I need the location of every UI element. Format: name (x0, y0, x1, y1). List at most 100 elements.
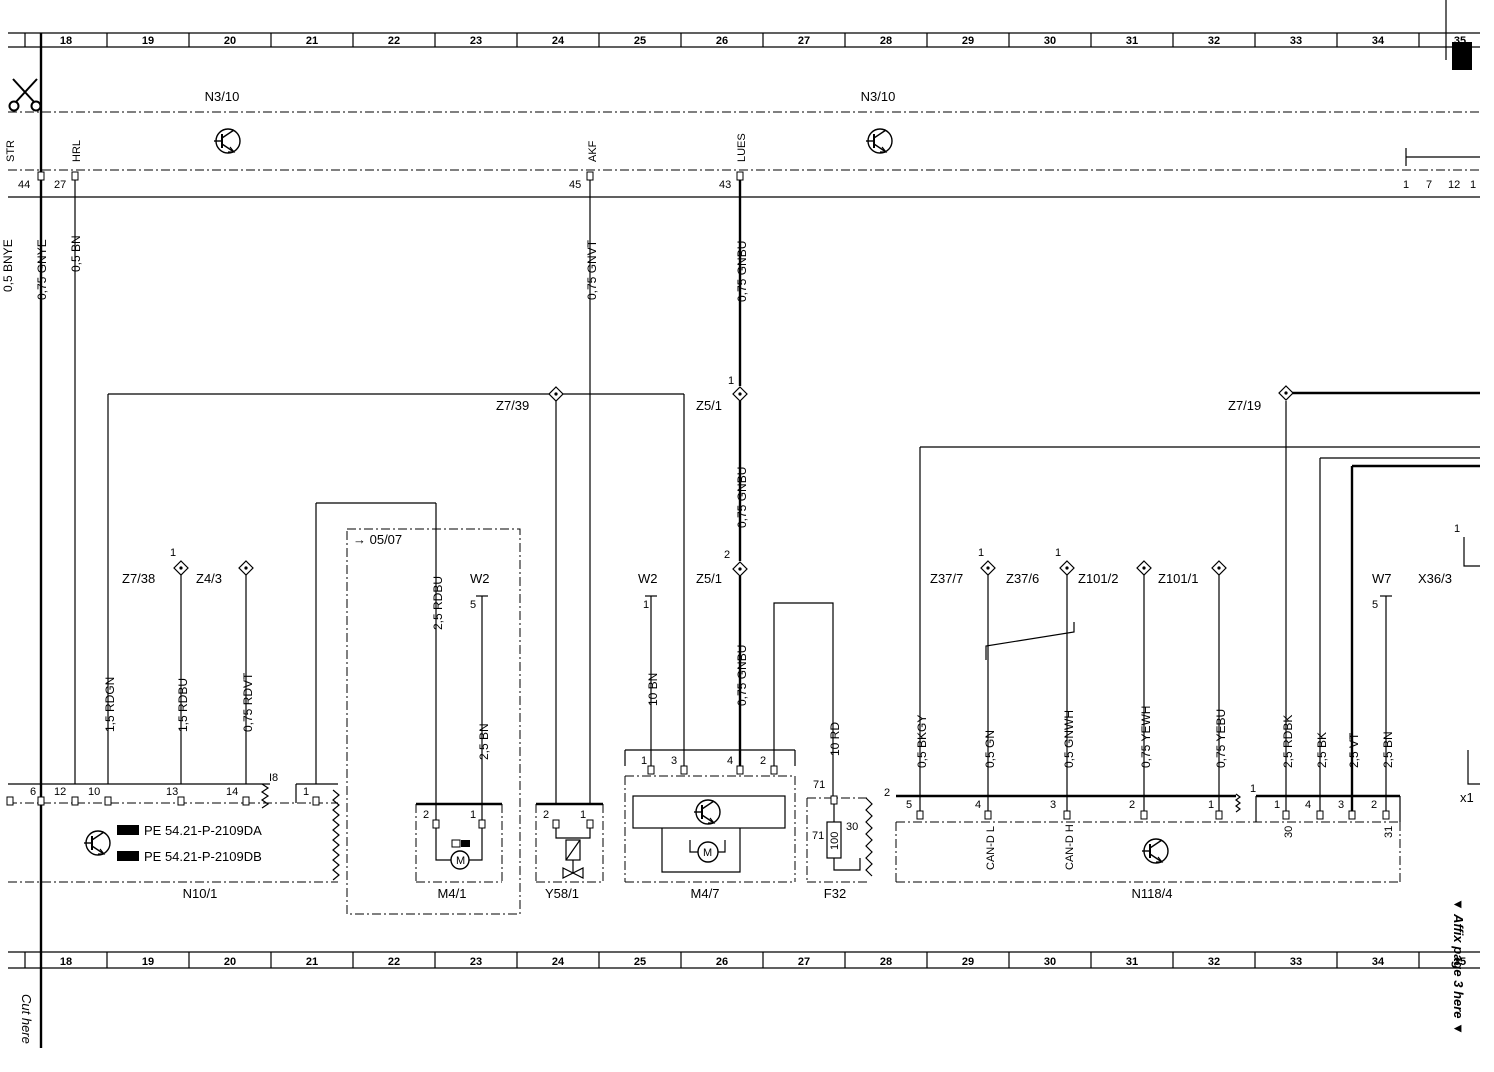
n10-pin-14: 14 (226, 786, 238, 798)
signal-lues: LUES (736, 133, 748, 162)
pin-r7: 7 (1426, 179, 1432, 191)
wire-vt: 2,5 VT (1347, 732, 1361, 768)
scissors-icon (8, 78, 42, 112)
n10-pin-i8: I8 (269, 772, 278, 784)
wire-bkgy: 0,5 BKGY (915, 715, 929, 768)
label-z101-2: Z101/2 (1078, 571, 1118, 586)
n118-pin-2r: 2 (1371, 799, 1377, 811)
n118-pin-31: 31 (1383, 826, 1395, 838)
n118-pin-1r: 1 (1274, 799, 1280, 811)
bottom-grid-col-32: 32 (1208, 956, 1220, 968)
bottom-grid-col-23: 23 (470, 956, 482, 968)
pin-r1b: 1 (1470, 179, 1476, 191)
wire-gnbu-c: 0,75 GNBU (735, 645, 749, 706)
top-grid-col-31: 31 (1126, 35, 1138, 47)
wire-bn-10: 10 BN (646, 673, 660, 706)
splice-z7-39 (548, 386, 564, 402)
m47-pin-3: 3 (671, 755, 677, 767)
n10pins-marker-6 (312, 796, 320, 806)
n118-pin-4: 4 (975, 799, 981, 811)
n118-connector-2: 2 (884, 787, 890, 799)
wire-rdbk: 2,5 RDBK (1281, 715, 1295, 768)
splice-z5-1-bottom (732, 561, 748, 577)
m47pins-marker-2 (736, 765, 744, 775)
label-n10-1: N10/1 (183, 886, 218, 901)
wire-bk: 2,5 BK (1315, 732, 1329, 768)
n118pins-marker-8 (1382, 810, 1390, 820)
wire-rdbu: 1,5 RDBU (176, 678, 190, 732)
top-grid-col-28: 28 (880, 35, 892, 47)
pin-r1: 1 (1403, 179, 1409, 191)
n118pins-marker-7 (1348, 810, 1356, 820)
n10-pin-10: 10 (88, 786, 100, 798)
label-m4-1: M4/1 (438, 886, 467, 901)
splice-z7-19 (1278, 385, 1294, 401)
can-d-low: CAN-D L (985, 826, 997, 870)
top-grid-col-27: 27 (798, 35, 810, 47)
m41-pin-2: 2 (423, 809, 429, 821)
n118-pin-3r: 3 (1338, 799, 1344, 811)
wire-bn-25b: 2,5 BN (1381, 731, 1395, 768)
bottom-grid-col-33: 33 (1290, 956, 1302, 968)
label-z37-7-pin: 1 (978, 547, 984, 559)
n118-4-wires (919, 391, 1480, 812)
n118-pin-5: 5 (906, 799, 912, 811)
splice-z101-1 (1211, 560, 1227, 576)
label-z37-6-pin: 1 (1055, 547, 1061, 559)
top-grid-col-26: 26 (716, 35, 728, 47)
y58-pin-1: 1 (580, 809, 586, 821)
y58-pin-2: 2 (543, 809, 549, 821)
splice-z37-7 (980, 560, 996, 576)
splice-z37-6 (1059, 560, 1075, 576)
wire-rdgn: 1,5 RDGN (103, 677, 117, 732)
cut-here-note: Cut here (19, 994, 34, 1044)
n10pins-marker-4 (177, 796, 185, 806)
n118pins-marker-4 (1215, 810, 1223, 820)
bottom-grid-col-24: 24 (552, 956, 565, 968)
signal-akf: AKF (587, 140, 599, 162)
upper-wires (74, 180, 742, 803)
bottom-grid-col-21: 21 (306, 956, 318, 968)
n118pins-marker-6 (1316, 810, 1324, 820)
signal-hrl: HRL (71, 140, 83, 162)
wire-yewh: 0,75 YEWH (1139, 706, 1153, 768)
n10-pin-13: 13 (166, 786, 178, 798)
n118-4-box (895, 793, 1401, 883)
n118-pin-1: 1 (1208, 799, 1214, 811)
bottom-grid-col-29: 29 (962, 956, 974, 968)
y58-1-box (535, 802, 604, 883)
label-w2-left-pin: 5 (470, 599, 476, 611)
bottom-grid-ruler (8, 951, 1480, 969)
n118pins-marker-1 (984, 810, 992, 820)
pin-45: 45 (569, 179, 581, 191)
bottom-grid-col-30: 30 (1044, 956, 1056, 968)
n10-1-box (8, 783, 340, 883)
label-z37-7: Z37/7 (930, 571, 963, 586)
label-z7-19: Z7/19 (1228, 398, 1261, 413)
label-z7-38: Z7/38 (122, 571, 155, 586)
top-grid-col-22: 22 (388, 35, 400, 47)
m47pins-marker-3 (770, 765, 778, 775)
wire-bnye: 0,5 BNYE (1, 239, 15, 292)
wire-gnbu-b: 0,75 GNBU (735, 467, 749, 528)
n3-10-label-right: N3/10 (861, 89, 896, 104)
bottom-grid-col-34: 34 (1372, 956, 1385, 968)
n10pins-marker-0 (6, 796, 14, 806)
signal-str: STR (5, 140, 17, 162)
top-grid-col-35: 35 (1454, 35, 1466, 47)
n118-pin-30: 30 (1283, 826, 1295, 838)
n10-pin-6: 6 (30, 786, 36, 798)
wire-gnvt: 0,75 GNVT (585, 239, 599, 300)
m47-pin-4: 4 (727, 755, 733, 767)
n10pins-marker-5 (242, 796, 250, 806)
n10-pin-1: 1 (303, 786, 309, 798)
label-z5-1-bottom-pin: 2 (724, 549, 730, 561)
f32-pin-71-top: 71 (813, 779, 825, 791)
label-x36-3: X36/3 (1418, 571, 1452, 586)
splice-z5-1-top (732, 386, 748, 402)
bottom-grid-col-20: 20 (224, 956, 236, 968)
pe-ref-1: PE 54.21-P-2109DA (144, 823, 262, 838)
splice-z7-38 (173, 560, 189, 576)
n118-pin-1-right-conn: 1 (1250, 783, 1256, 795)
